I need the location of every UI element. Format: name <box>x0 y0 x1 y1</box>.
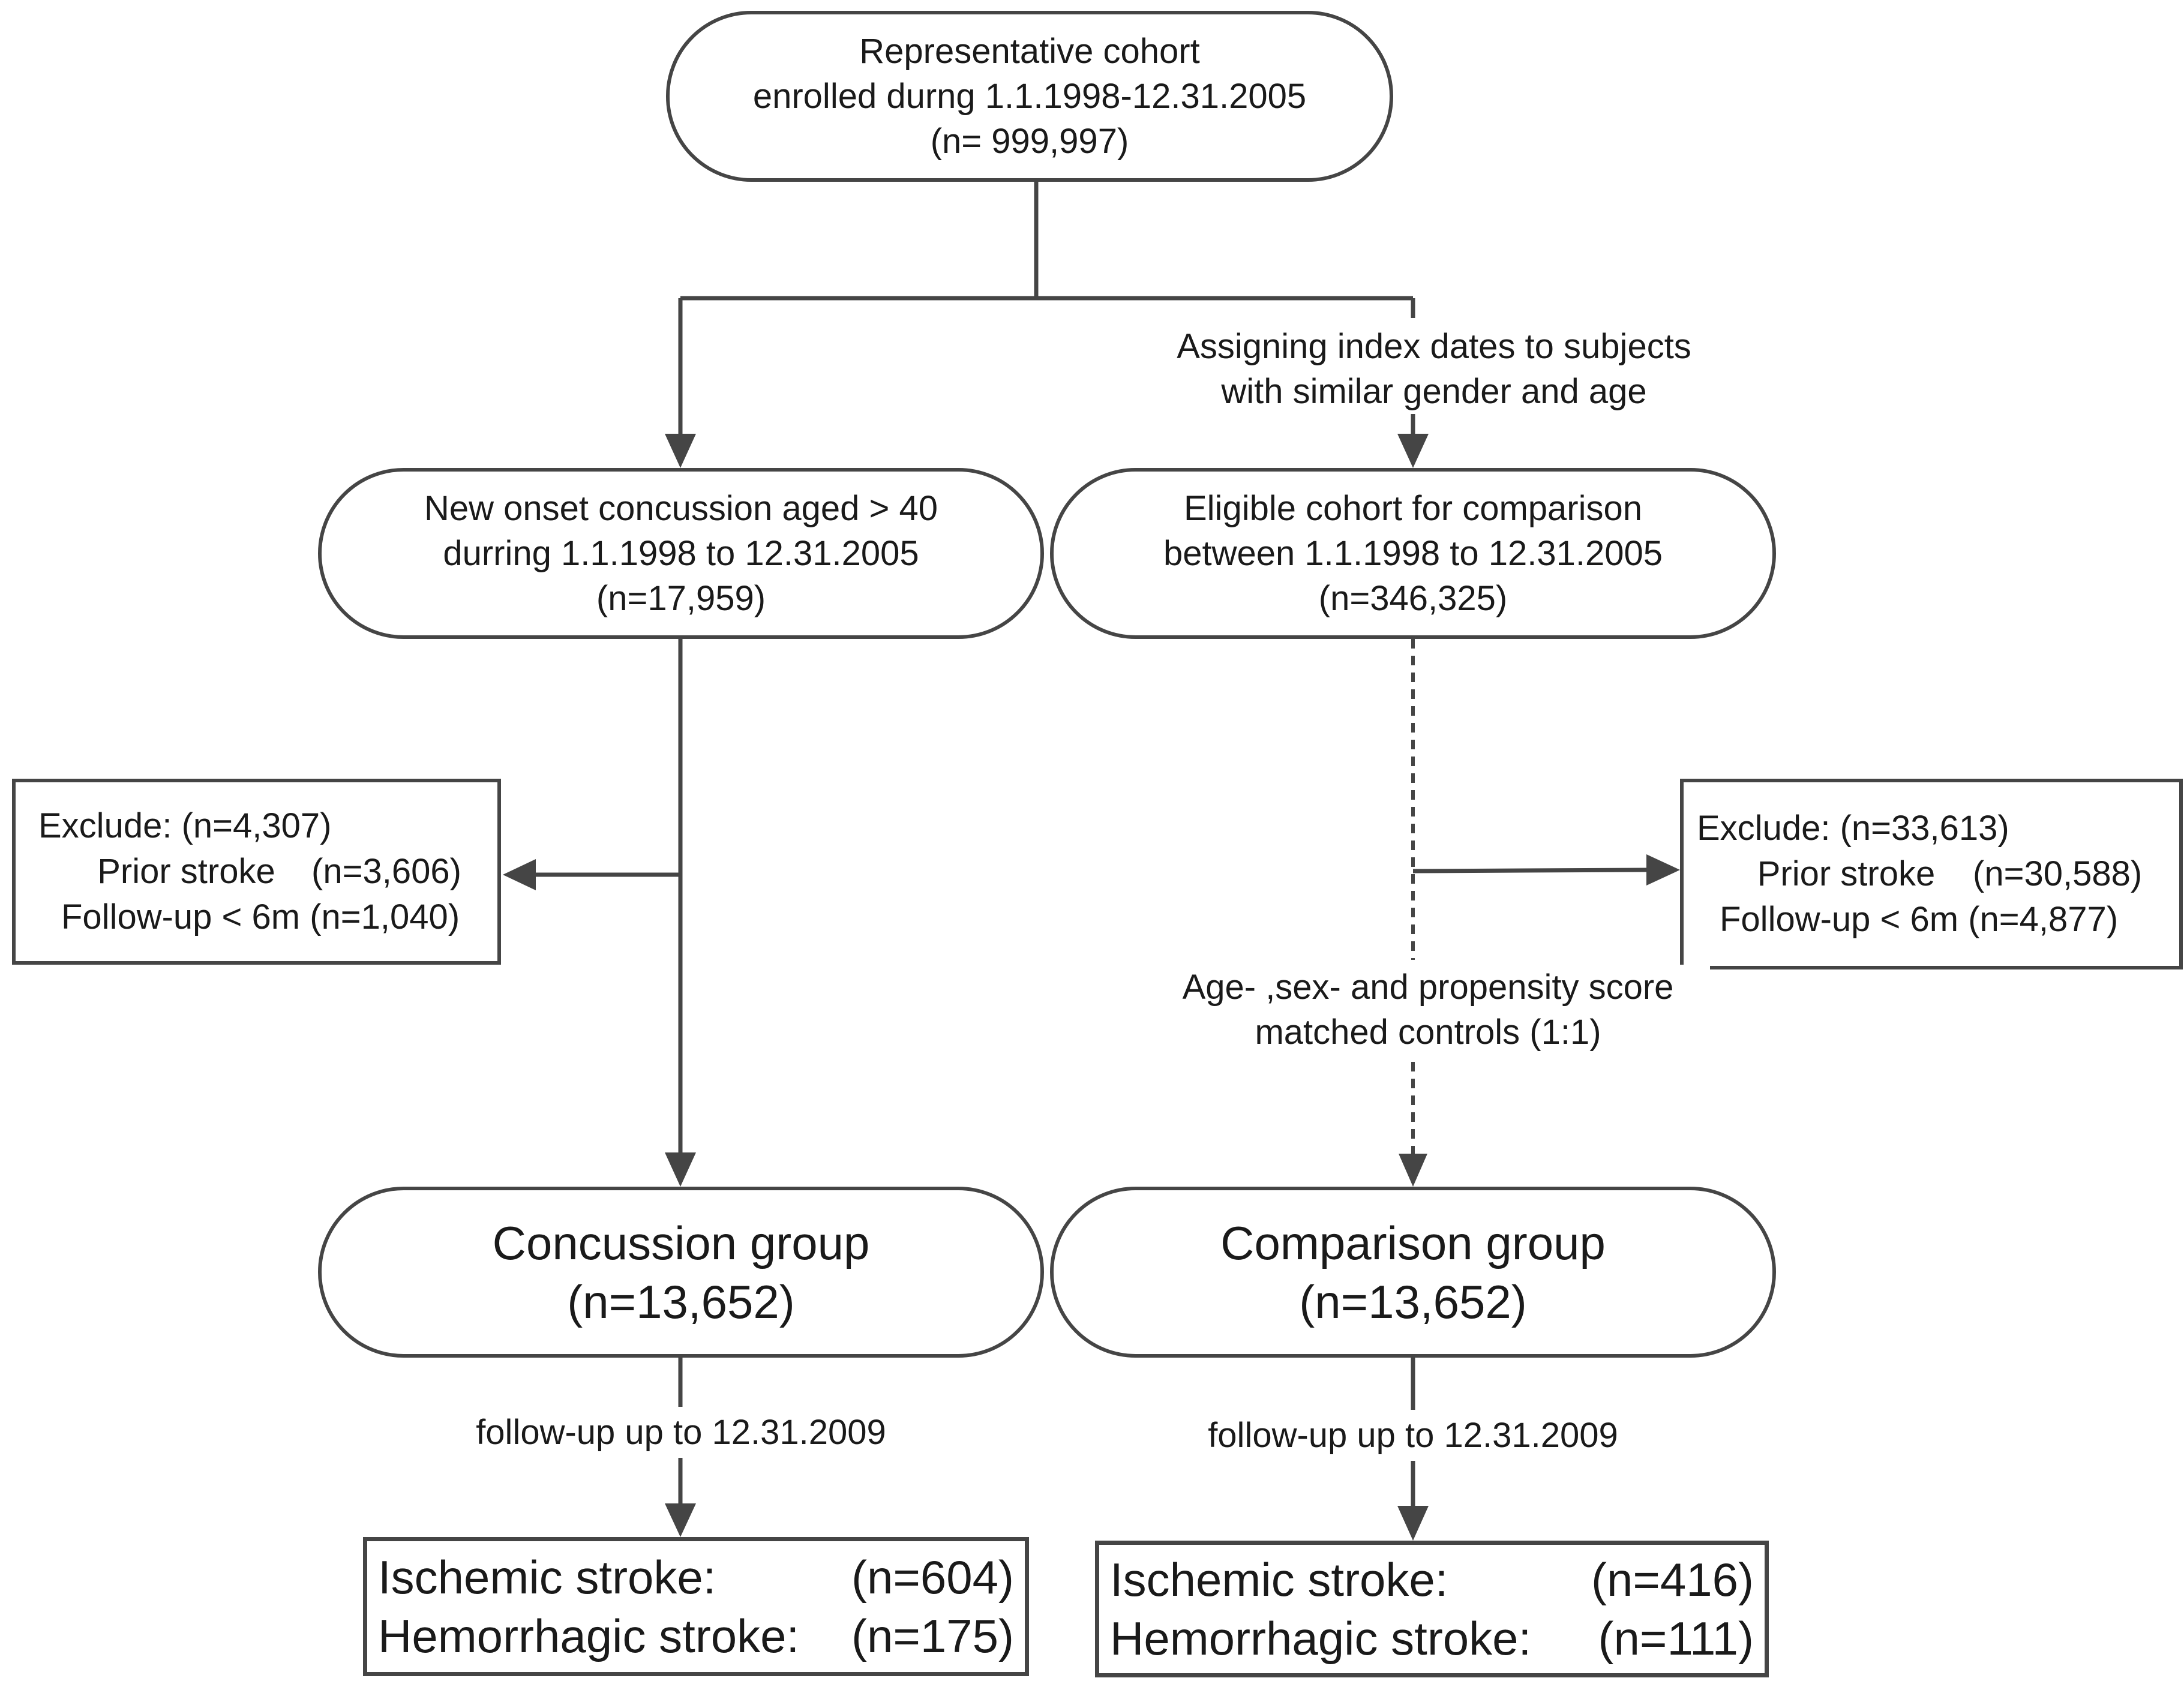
concussion-onset-line-2: durring 1.1.1998 to 12.31.2005 <box>443 534 919 573</box>
concussion-group-title: Concussion group <box>492 1216 870 1269</box>
outcome-left-row-hemorrhagic: Hemorrhagic stroke: (n=175) <box>378 1607 1014 1665</box>
exclude-right-row-label: Prior stroke <box>1757 854 1936 893</box>
outcome-right-box: Ischemic stroke: (n=416) Hemorrhagic str… <box>1095 1541 1769 1677</box>
outcome-right-row-ischemic: Ischemic stroke: (n=416) <box>1110 1550 1754 1609</box>
outcome-left-ischemic-n: (n=604) <box>851 1551 1014 1604</box>
exclude-left-row-n: (n=1,040) <box>310 897 460 936</box>
eligible-line-2: between 1.1.1998 to 12.31.2005 <box>1163 534 1663 573</box>
representative-cohort-line-3: (n= 999,997) <box>930 122 1129 161</box>
exclude-left-header-label: Exclude: <box>38 806 172 845</box>
outcome-right-row-hemorrhagic: Hemorrhagic stroke: (n=111) <box>1110 1609 1754 1668</box>
exclude-right-header-label: Exclude: <box>1697 809 1831 848</box>
representative-cohort-line-1: Representative cohort <box>859 32 1200 71</box>
exclude-left-header-n: (n=4,307) <box>181 806 332 845</box>
outcome-left-hemorrhagic-n: (n=175) <box>851 1610 1014 1662</box>
matching-label-line-2: matched controls (1:1) <box>1255 1013 1601 1052</box>
concussion-onset-line-3: (n=17,959) <box>596 579 766 618</box>
comparison-group-n: (n=13,652) <box>1299 1275 1527 1328</box>
eligible-line-3: (n=346,325) <box>1318 579 1508 618</box>
arrowhead-outcome-right <box>1397 1506 1429 1541</box>
matching-label-line-1: Age- ,sex- and propensity score <box>1182 968 1674 1007</box>
outcome-left-ischemic-label: Ischemic stroke: <box>378 1551 716 1604</box>
exclude-right-row-n: (n=30,588) <box>1973 854 2143 893</box>
exclude-left-row-n: (n=3,606) <box>311 852 461 891</box>
assign-label-line-2: with similar gender and age <box>1221 372 1647 411</box>
arrowhead-comparison-group <box>1399 1154 1427 1187</box>
outcome-right-ischemic-n: (n=416) <box>1591 1553 1754 1606</box>
eligible-cohort-box: Eligible cohort for comparison between 1… <box>1050 468 1776 639</box>
outcome-left-box: Ischemic stroke: (n=604) Hemorrhagic str… <box>363 1537 1029 1676</box>
arrow-to-exclude-right <box>1412 867 1648 873</box>
outcome-left-hemorrhagic-label: Hemorrhagic stroke: <box>378 1610 800 1662</box>
followup-right-label: follow-up up to 12.31.2009 <box>1173 1413 1653 1458</box>
exclude-left-row-label: Prior stroke <box>97 852 275 891</box>
eligible-line-1: Eligible cohort for comparison <box>1183 489 1643 528</box>
arrowhead-outcome-left <box>665 1503 696 1537</box>
exclude-right-header-n: (n=33,613) <box>1840 809 2009 848</box>
concussion-group-box: Concussion group (n=13,652) <box>318 1187 1044 1358</box>
exclude-right-row: Follow-up < 6m (n=4,877) <box>1697 897 2179 942</box>
exclude-left-box: Exclude: (n=4,307) Prior stroke (n=3,606)… <box>12 779 501 965</box>
exclude-left-row: Follow-up < 6m (n=1,040) <box>38 894 497 940</box>
matching-label: Age- ,sex- and propensity score matched … <box>1146 965 1710 1055</box>
outcome-right-hemorrhagic-n: (n=111) <box>1598 1612 1754 1665</box>
exclude-left-header: Exclude: (n=4,307) <box>38 803 497 849</box>
exclude-right-row-label: Follow-up < 6m <box>1720 900 1959 939</box>
concussion-onset-line-1: New onset concussion aged > 40 <box>424 489 938 528</box>
exclude-left-row: Prior stroke (n=3,606) <box>38 849 497 894</box>
representative-cohort-line-2: enrolled durng 1.1.1998-12.31.2005 <box>752 77 1307 116</box>
exclude-left-row-label: Follow-up < 6m <box>61 897 301 936</box>
representative-cohort-box: Representative cohort enrolled durng 1.1… <box>666 11 1393 182</box>
outcome-left-row-ischemic: Ischemic stroke: (n=604) <box>378 1548 1014 1607</box>
exclude-right-row: Prior stroke (n=30,588) <box>1697 851 2179 897</box>
arrowhead-exclude-right <box>1646 854 1680 885</box>
outcome-right-hemorrhagic-label: Hemorrhagic stroke: <box>1110 1612 1532 1665</box>
concussion-group-n: (n=13,652) <box>567 1275 795 1328</box>
outcome-right-ischemic-label: Ischemic stroke: <box>1110 1553 1448 1606</box>
assign-index-dates-label: Assigning index dates to subjects with s… <box>1128 324 1740 414</box>
exclude-right-box: Exclude: (n=33,613) Prior stroke (n=30,58… <box>1680 779 2183 969</box>
followup-left-label: follow-up up to 12.31.2009 <box>441 1410 921 1455</box>
arrowhead-concussion-group <box>665 1152 696 1187</box>
arrowhead-eligible <box>1397 434 1429 468</box>
comparison-group-box: Comparison group (n=13,652) <box>1050 1187 1776 1358</box>
assign-label-line-1: Assigning index dates to subjects <box>1177 327 1691 366</box>
comparison-group-title: Comparison group <box>1220 1216 1606 1269</box>
exclude-right-row-n: (n=4,877) <box>1968 900 2119 939</box>
arrowhead-exclude-left <box>503 859 536 890</box>
exclude-right-header: Exclude: (n=33,613) <box>1697 806 2179 851</box>
new-onset-concussion-box: New onset concussion aged > 40 durring 1… <box>318 468 1044 639</box>
arrowhead-concussion-onset <box>665 434 696 468</box>
